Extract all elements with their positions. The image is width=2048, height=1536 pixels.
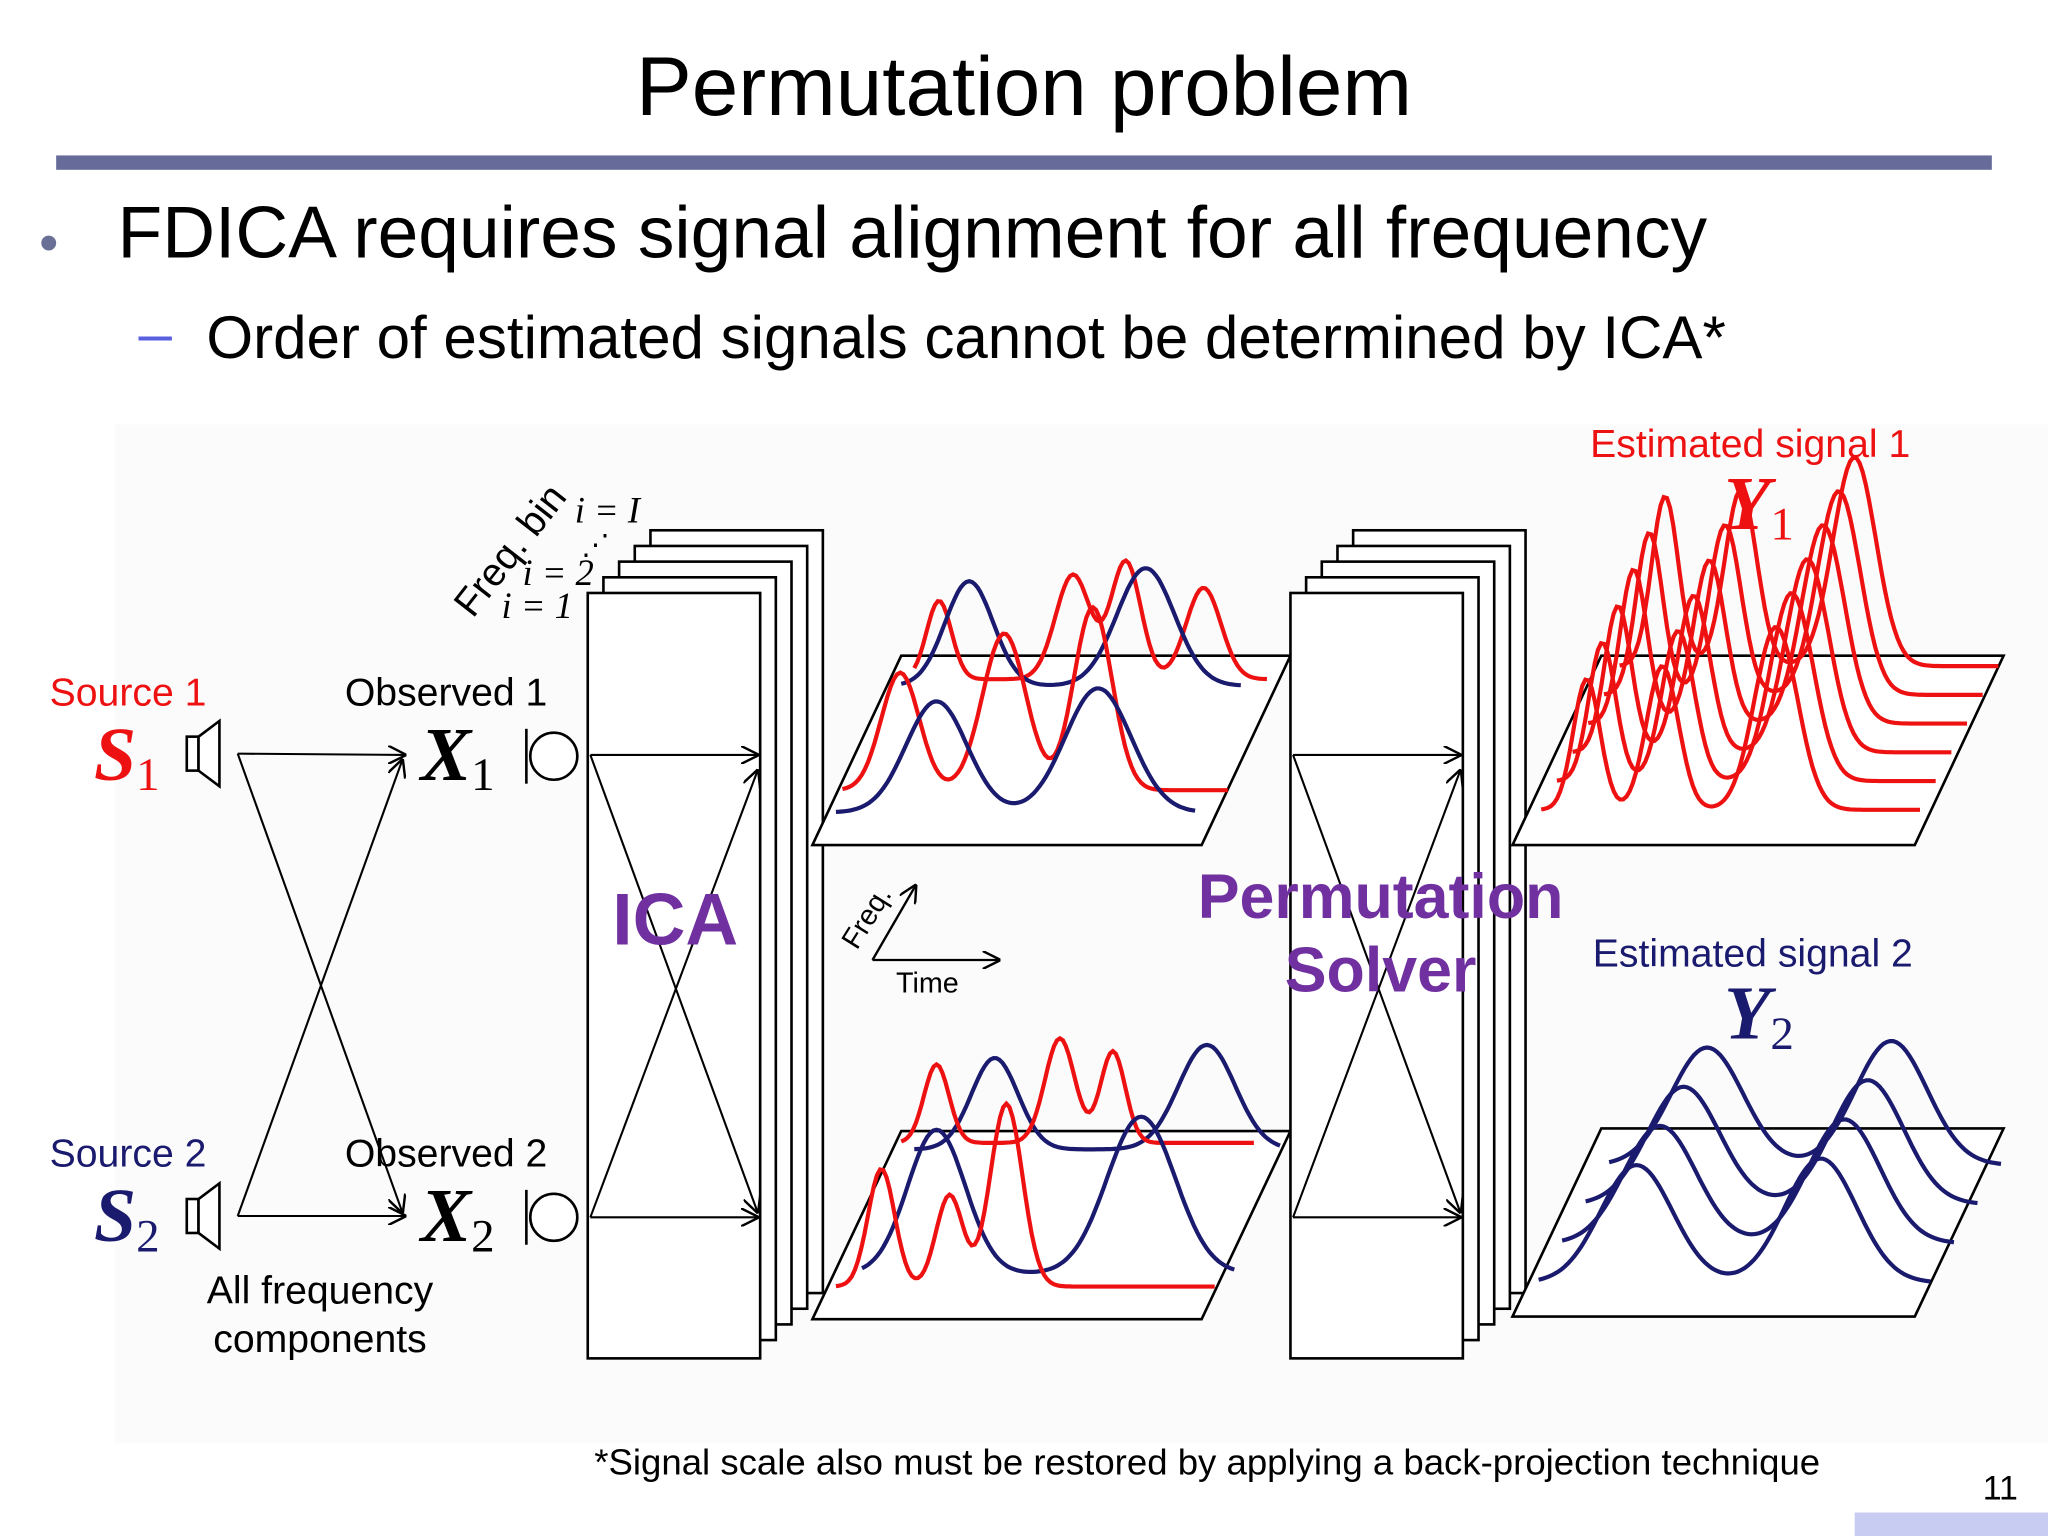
bin-dots: ⋰ bbox=[581, 529, 610, 561]
plot-curve bbox=[1587, 523, 1968, 726]
plot-curve bbox=[1540, 624, 1920, 812]
ica-box-stack bbox=[586, 528, 825, 1360]
estimated-2-label: Estimated signal 2 bbox=[1593, 933, 1913, 976]
plot-curve bbox=[914, 1042, 1281, 1152]
plot-curve bbox=[1538, 1156, 1931, 1284]
ica-arrows bbox=[589, 755, 757, 1217]
ica-output-plot-2 bbox=[810, 1035, 1293, 1321]
solver-label-line1: Permutation bbox=[1198, 862, 1564, 932]
observed-2-symbol: X2 bbox=[419, 1174, 495, 1262]
plot-curve bbox=[1561, 1117, 1955, 1245]
source-2-symbol: S2 bbox=[94, 1174, 160, 1262]
page-number: 11 bbox=[1982, 1468, 2018, 1508]
plot-curve bbox=[835, 1100, 1215, 1289]
estimated-plot-2 bbox=[1510, 1039, 2006, 1318]
title-rule bbox=[56, 155, 1992, 170]
plot-curve bbox=[1619, 455, 1999, 669]
plot-curve bbox=[900, 1035, 1254, 1145]
slide-title: Permutation problem bbox=[636, 39, 1412, 134]
bin-i-equals-2: i = 2 bbox=[522, 552, 593, 593]
bin-i-equals-1: i = 1 bbox=[502, 585, 573, 626]
axis-key bbox=[871, 886, 999, 960]
all-frequency-label: All frequency bbox=[207, 1270, 434, 1313]
plot-plane bbox=[1510, 1127, 2006, 1318]
corner-accent bbox=[1854, 1512, 2048, 1536]
bullet-main: FDICA requires signal alignment for all … bbox=[117, 190, 1708, 273]
observed-1-label: Observed 1 bbox=[345, 671, 547, 714]
estimated-2-symbol: Y2 bbox=[1724, 971, 1794, 1059]
observed-2-label: Observed 2 bbox=[345, 1132, 547, 1175]
plot-curve bbox=[1585, 1078, 1978, 1206]
source-1-label: Source 1 bbox=[50, 671, 207, 714]
source-1-symbol: S1 bbox=[94, 713, 160, 801]
components-label: components bbox=[213, 1318, 426, 1361]
bullet-dash: – bbox=[138, 299, 172, 368]
observed-1-symbol: X1 bbox=[419, 713, 495, 801]
source-2-label: Source 2 bbox=[50, 1132, 207, 1175]
microphone-icon bbox=[525, 1189, 579, 1245]
bullet-sub: Order of estimated signals cannot be det… bbox=[206, 303, 1726, 371]
ica-label: ICA bbox=[612, 879, 738, 960]
plot-curve bbox=[1572, 557, 1952, 755]
plot-curve bbox=[1603, 489, 1983, 697]
plot-plane bbox=[1510, 654, 2006, 847]
solver-box-stack bbox=[1289, 528, 1527, 1360]
plot-curve bbox=[900, 566, 1241, 688]
estimated-1-label: Estimated signal 1 bbox=[1590, 423, 1910, 466]
solver-label-line2: Solver bbox=[1285, 935, 1477, 1005]
footnote: *Signal scale also must be restored by a… bbox=[594, 1441, 1821, 1483]
axis-time-label: Time bbox=[896, 968, 959, 1000]
plot-curve bbox=[835, 686, 1196, 814]
bullet-dot: • bbox=[39, 211, 59, 273]
plot-curve bbox=[841, 604, 1228, 793]
plot-curve bbox=[1608, 1039, 2002, 1166]
speaker-icon bbox=[185, 718, 221, 789]
mixing-arrows bbox=[236, 754, 405, 1216]
bin-i-equals-I: i = I bbox=[575, 489, 642, 530]
speaker-icon bbox=[185, 1180, 221, 1252]
plot-curve bbox=[1556, 590, 1936, 784]
solver-arrows bbox=[1292, 755, 1460, 1217]
ica-output-plot-1 bbox=[810, 558, 1293, 847]
estimated-plot-1 bbox=[1510, 455, 2006, 847]
plot-curve bbox=[861, 1114, 1235, 1274]
microphone-icon bbox=[525, 728, 579, 784]
